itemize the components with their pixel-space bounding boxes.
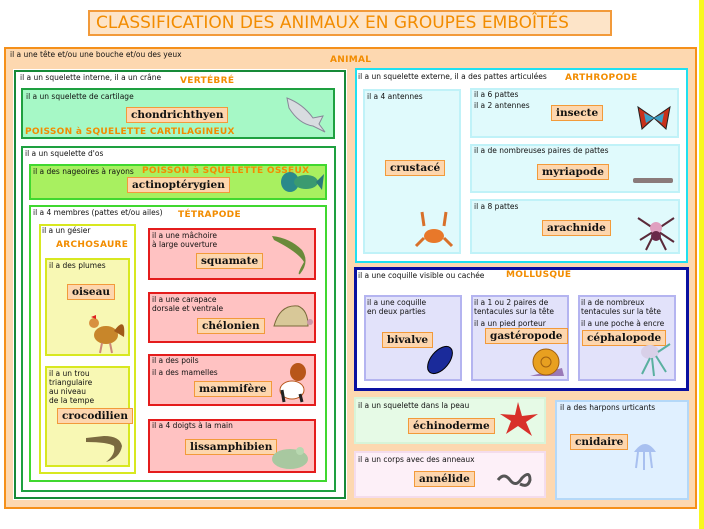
word-cnidaire[interactable]: cnidaire bbox=[570, 434, 629, 450]
tortoise-icon bbox=[273, 305, 313, 327]
word-insecte[interactable]: insecte bbox=[551, 105, 604, 121]
os-criterion: il a un squelette d'os bbox=[25, 149, 104, 158]
mussel-icon bbox=[427, 345, 453, 375]
insecte-criterion-2: il a 2 antennes bbox=[474, 101, 530, 110]
word-arachnide[interactable]: arachnide bbox=[542, 220, 611, 236]
page-title: CLASSIFICATION DES ANIMAUX EN GROUPES EM… bbox=[96, 13, 569, 33]
crab-icon bbox=[414, 211, 454, 248]
frog-icon bbox=[272, 447, 308, 469]
cephalopode-criterion-2: il a une poche à encre bbox=[581, 319, 665, 328]
word-oiseau[interactable]: oiseau bbox=[67, 284, 116, 300]
arthropode-criterion: il a un squelette externe, il a des patt… bbox=[358, 72, 547, 81]
insecte-criterion-1: il a 6 pattes bbox=[474, 90, 519, 99]
dog-icon bbox=[279, 363, 306, 403]
squamate-criterion: il a une mâchoire à large ouverture bbox=[152, 231, 218, 249]
jellyfish-icon bbox=[634, 444, 656, 470]
chelonien-criterion: il a une carapace dorsale et ventrale bbox=[152, 295, 224, 313]
mollusque-name: MOLLUSQUE bbox=[506, 270, 572, 280]
word-echinoderme[interactable]: échinoderme bbox=[408, 418, 495, 434]
crocodile-icon bbox=[86, 436, 122, 462]
vertebre-criterion: il a un squelette interne, il a un crâne bbox=[20, 73, 162, 82]
octopus-icon bbox=[641, 343, 671, 377]
lizard-icon bbox=[272, 236, 306, 275]
word-annelide[interactable]: annélide bbox=[414, 471, 475, 487]
arthropode-name: ARTHROPODE bbox=[565, 73, 638, 83]
snail-icon bbox=[530, 348, 564, 376]
millipede-icon bbox=[633, 178, 673, 183]
fish-icon bbox=[281, 172, 324, 192]
crustace-criterion: il a 4 antennes bbox=[367, 92, 423, 101]
animal-name: ANIMAL bbox=[330, 55, 372, 65]
cephalopode-criterion-1: il a de nombreux tentacules sur la tête bbox=[581, 298, 662, 316]
title-box bbox=[88, 10, 612, 36]
archosaure-name: ARCHOSAURE bbox=[56, 240, 129, 250]
echinoderme-criterion: il a un squelette dans la peau bbox=[358, 401, 470, 410]
annelide-criterion: il a un corps avec des anneaux bbox=[358, 455, 475, 464]
cnidaire-criterion: il a des harpons urticants bbox=[560, 403, 656, 412]
rooster-icon bbox=[89, 315, 125, 354]
oiseau-criterion: il a des plumes bbox=[49, 261, 106, 270]
nageoires-criterion: il a des nageoires à rayons bbox=[33, 167, 134, 176]
word-squamate[interactable]: squamate bbox=[196, 253, 264, 269]
archosaure-criterion: il a un gésier bbox=[42, 226, 91, 235]
word-gasteropode[interactable]: gastéropode bbox=[485, 328, 568, 344]
crocodilien-criterion: il a un trou triangulaire au niveau de l… bbox=[49, 369, 95, 405]
word-chelonien[interactable]: chélonien bbox=[197, 318, 265, 334]
word-actinopterygien[interactable]: actinoptérygien bbox=[127, 177, 230, 193]
cartilage-criterion: il a un squelette de cartilage bbox=[26, 92, 134, 101]
worm-icon bbox=[496, 473, 532, 487]
word-crocodilien[interactable]: crocodilien bbox=[57, 408, 133, 424]
myriapode-criterion: il a de nombreuses paires de pattes bbox=[474, 146, 609, 155]
word-bivalve[interactable]: bivalve bbox=[382, 332, 434, 348]
word-cephalopode[interactable]: céphalopode bbox=[582, 330, 667, 346]
word-myriapode[interactable]: myriapode bbox=[537, 164, 609, 180]
vertebre-name: VERTÉBRÉ bbox=[180, 76, 235, 86]
group-cnidaire bbox=[555, 400, 689, 500]
mollusque-criterion: il a une coquille visible ou cachée bbox=[358, 271, 485, 280]
word-chondrichthyen[interactable]: chondrichthyen bbox=[126, 107, 229, 123]
gasteropode-criterion-1: il a 1 ou 2 paires de tentacules sur la … bbox=[474, 298, 555, 316]
lissamphibien-criterion: il a 4 doigts à la main bbox=[152, 421, 233, 430]
mammifere-criterion-2: il a des mamelles bbox=[152, 368, 218, 377]
butterfly-icon bbox=[637, 105, 671, 130]
shark-icon bbox=[286, 97, 326, 133]
word-crustace[interactable]: crustacé bbox=[385, 160, 446, 176]
cartilage-name: POISSON à SQUELETTE CARTILAGINEUX bbox=[25, 127, 235, 137]
word-mammifere[interactable]: mammifère bbox=[194, 381, 272, 397]
tetrapode-name: TÉTRAPODE bbox=[178, 210, 241, 220]
word-lissamphibien[interactable]: lissamphibien bbox=[185, 439, 278, 455]
bivalve-criterion: il a une coquille en deux parties bbox=[367, 298, 427, 316]
spider-icon bbox=[637, 217, 675, 251]
animal-criterion: il a une tête et/ou une bouche et/ou des… bbox=[10, 50, 182, 59]
arachnide-criterion: il a 8 pattes bbox=[474, 202, 519, 211]
page-border bbox=[699, 0, 704, 529]
gasteropode-criterion-2: il a un pied porteur bbox=[474, 319, 546, 328]
nageoires-name: POISSON à SQUELETTE OSSEUX bbox=[142, 166, 310, 176]
tetrapode-criterion: il a 4 membres (pattes et/ou ailes) bbox=[33, 208, 163, 217]
mammifere-criterion-1: il a des poils bbox=[152, 356, 199, 365]
starfish-icon bbox=[500, 402, 538, 436]
